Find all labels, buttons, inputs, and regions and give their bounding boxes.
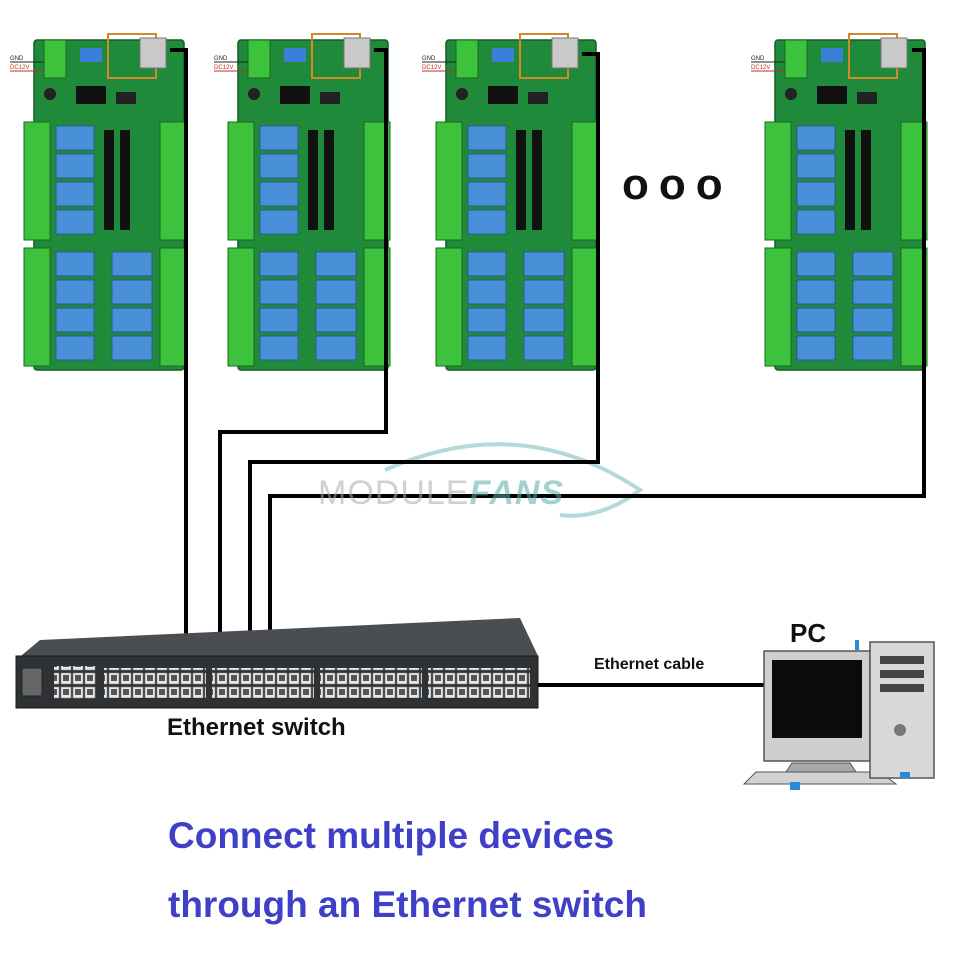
pc-illustration <box>742 640 935 790</box>
ethernet-cables <box>170 48 926 687</box>
ethernet-switch <box>15 618 539 709</box>
caption-line-1: Connect multiple devices <box>168 815 615 856</box>
terminal-label-gnd: GND <box>751 56 765 62</box>
terminal-label-power: DC12V <box>751 65 770 71</box>
cable-board-1 <box>170 48 188 672</box>
terminal-label-gnd: GND <box>422 56 436 62</box>
more-devices-ellipsis: ooo <box>622 160 733 209</box>
relay-board-3: GND DC12V <box>422 33 599 371</box>
ethernet-switch-label: Ethernet switch <box>167 714 346 741</box>
caption-line-2: through an Ethernet switch <box>168 884 647 925</box>
pc-label: PC <box>790 618 827 648</box>
relay-board-1: GND DC12V <box>10 33 187 371</box>
relay-board-2: GND DC12V <box>214 33 391 371</box>
relay-board-4: GND DC12V <box>751 33 928 371</box>
terminal-label-power: DC12V <box>214 65 233 71</box>
watermark: MODULEFANS <box>318 474 565 512</box>
terminal-label-gnd: GND <box>214 56 228 62</box>
cable-board-3 <box>248 52 600 672</box>
cable-board-2 <box>218 48 388 672</box>
ethernet-cable-label: Ethernet cable <box>594 656 705 673</box>
watermark-swoosh <box>384 442 644 518</box>
terminal-label-gnd: GND <box>10 56 24 62</box>
terminal-label-power: DC12V <box>422 65 441 71</box>
cable-board-4 <box>268 48 926 672</box>
terminal-label-power: DC12V <box>10 65 29 71</box>
